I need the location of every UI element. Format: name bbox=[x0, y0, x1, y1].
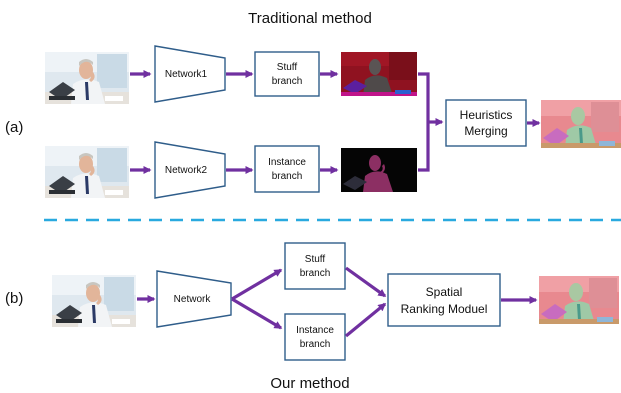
arrow-instance-to-ranking bbox=[344, 302, 387, 338]
panoptic-output-b bbox=[539, 276, 619, 324]
spatial-ranking-line2: Ranking Moduel bbox=[401, 302, 488, 316]
heuristics-merging-line1: Heuristics bbox=[460, 108, 513, 122]
section-label-b: (b) bbox=[5, 290, 23, 307]
stuff-branch-b-line1: Stuff bbox=[305, 254, 326, 265]
stuff-branch-b-box bbox=[284, 242, 346, 290]
instance-branch-b-line2: branch bbox=[300, 339, 331, 350]
title-our-method: Our method bbox=[270, 375, 349, 392]
instance-branch-a-line2: branch bbox=[272, 171, 303, 182]
arrow-stuff-to-ranking bbox=[345, 266, 387, 298]
stuff-branch-a-box bbox=[254, 51, 320, 97]
network-label: Network bbox=[174, 294, 212, 305]
network1-block bbox=[154, 45, 226, 103]
heuristics-merging-line2: Merging bbox=[464, 124, 507, 138]
arrow-network-to-instance bbox=[231, 297, 283, 330]
title-traditional-method: Traditional method bbox=[248, 10, 372, 27]
input-image-a1 bbox=[45, 52, 129, 104]
network2-label: Network2 bbox=[165, 165, 208, 176]
section-label-a: (a) bbox=[5, 119, 23, 136]
instance-branch-b-box bbox=[284, 313, 346, 361]
arrow-network-to-stuff bbox=[231, 268, 283, 301]
instance-branch-a-box bbox=[254, 145, 320, 193]
spatial-ranking-line1: Spatial bbox=[426, 285, 463, 299]
stuff-branch-a-line2: branch bbox=[272, 76, 303, 87]
heuristics-merging-box bbox=[445, 99, 527, 147]
input-image-b bbox=[52, 275, 136, 327]
instance-branch-a-line1: Instance bbox=[268, 157, 306, 168]
stuff-branch-a-line1: Stuff bbox=[277, 62, 298, 73]
instance-segmentation-result bbox=[341, 148, 417, 192]
instance-branch-b-line1: Instance bbox=[296, 325, 334, 336]
network-block bbox=[156, 270, 232, 328]
network2-block bbox=[154, 141, 226, 199]
input-image-a2 bbox=[45, 146, 129, 198]
network1-label: Network1 bbox=[165, 69, 208, 80]
merge-bracket bbox=[418, 72, 430, 172]
stuff-branch-b-line2: branch bbox=[300, 268, 331, 279]
panoptic-output-a bbox=[541, 100, 621, 148]
stuff-segmentation-result bbox=[341, 52, 417, 96]
spatial-ranking-module-box bbox=[387, 273, 501, 327]
